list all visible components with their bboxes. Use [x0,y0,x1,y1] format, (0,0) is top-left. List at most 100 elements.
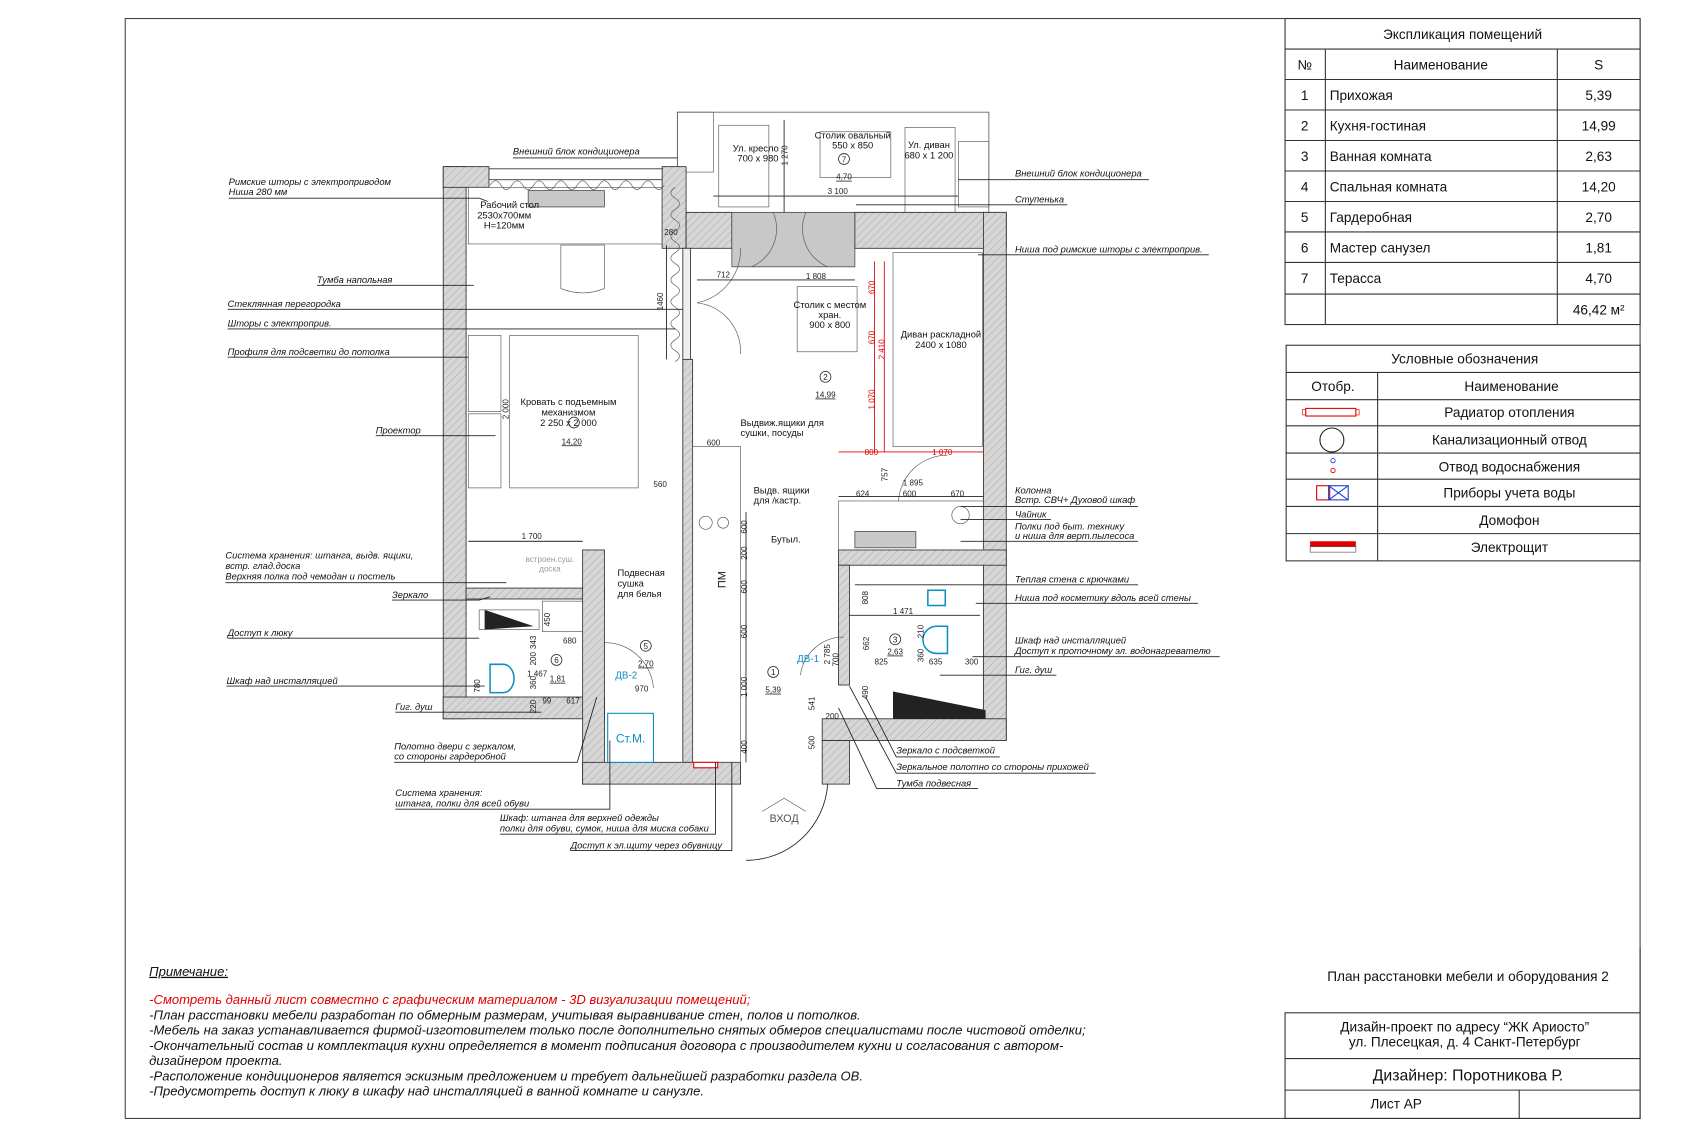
dimension: 670 [867,330,876,344]
desk [467,187,663,245]
legend-table: Условные обозначения Отобр. Наименование… [1285,344,1641,562]
door-swing [604,642,654,689]
dimension: 600 [740,624,749,638]
storage-table [796,286,858,353]
wall [582,549,605,785]
callout-hygienic-shower-left: Гиг. душ [395,702,432,712]
toilet [489,663,515,694]
callout-mirror-door-hall: Зеркальное полотно со стороны прихожей [896,762,1089,772]
ironing-board-label: встроен.суш.доска [526,555,575,574]
room-name: Прихожая [1330,88,1393,103]
dimension: 400 [740,740,749,754]
col-header-number: № [1297,58,1312,73]
svg-text:4,70: 4,70 [836,173,852,182]
callout-blind-niche: Ниша под римские шторы с электроприв. [1015,245,1203,255]
room-name: Спальная комната [1330,180,1448,195]
callouts: Внешний блок кондиционера Римские шторы … [225,147,1220,851]
curtain [489,180,665,190]
door-swing [696,248,741,304]
dimension: 800 [865,448,879,457]
dimension: 600 [903,490,917,499]
svg-text:2,63: 2,63 [887,648,903,657]
dimension: 3 100 [828,187,849,196]
callout-projector: Проектор [376,425,421,435]
note-line: -План расстановки мебели разработан по о… [149,1007,860,1022]
callout-cosmetics-niche: Ниша под косметику вдоль всей стены [1015,593,1191,603]
dimension: 662 [862,636,871,650]
explication-table: Экспликация помещений № Наименование S 1… [1284,17,1641,326]
dimensions: 712 1 808 1460 280 2 000 560 1 700 600 6… [473,145,979,754]
dimension: 343 [529,635,538,649]
dimension: 200 [740,546,749,560]
legend-header-name: Наименование [1464,379,1558,394]
dimension: 780 [473,679,482,693]
room-area: 14,99 [1582,119,1616,134]
dimension: 360 [916,648,925,662]
dimension: 560 [653,480,667,489]
dimension: 1 471 [893,607,914,616]
washing-machine [607,712,654,763]
room-name: Ванная комната [1330,149,1432,164]
sink [927,589,947,607]
note-line: -Расположение кондиционеров является эск… [149,1068,863,1083]
wall [442,166,467,720]
callout-door-mirror: Полотно двери с зеркалом,со стороны гард… [394,741,516,761]
dimension: 712 [717,271,731,280]
svg-text:2: 2 [823,373,828,382]
door-dv1-label: ДВ-1 [797,654,819,665]
room-name: Кухня-гостиная [1330,119,1426,134]
dimension: 2 000 [502,399,511,420]
callout-warm-wall: Теплая стена с крючками [1015,575,1130,585]
callout-led-profiles: Профиля для подсветки до потолка [228,347,390,357]
room-area: 2,70 [1585,210,1612,225]
wall [685,211,733,249]
col-header-name: Наименование [1394,58,1488,73]
note-line: дизайнером проекта. [149,1053,282,1068]
dimension: 1 000 [740,676,749,697]
dimension: 970 [635,685,649,694]
callout-install-cabinet-left: Шкаф над инсталляцией [227,676,339,686]
sheet-title: План расстановки мебели и оборудования 2 [1327,969,1609,984]
room-area: 14,20 [1582,180,1616,195]
row-number: 3 [1301,149,1309,164]
svg-text:5,39: 5,39 [765,686,781,695]
toilet [922,625,949,655]
sofa-bed [892,252,983,447]
room-marker-5: 52,70 [638,639,654,669]
dimension: 99 [542,697,551,706]
wall [682,358,694,763]
dimension: 1 467 [527,669,548,678]
room-name: Гардеробная [1330,210,1412,225]
legend-title: Условные обозначения [1391,352,1538,367]
dimension: 1 895 [903,479,924,488]
callout-glass-partition: Стеклянная перегородка [228,299,341,309]
callout-mirror: Зеркало [392,590,428,600]
room-marker-2: 214,99 [815,370,836,400]
dimension: 360 [529,675,538,689]
dimension: 670 [951,490,965,499]
door-swing [800,636,845,676]
explication-title: Экспликация помещений [1383,27,1542,42]
svg-text:1: 1 [771,668,776,677]
callout-curtains: Шторы с электроприв. [228,319,332,329]
washer-label: Ст.М. [616,732,645,746]
door-swing [696,302,741,354]
svg-text:7: 7 [842,155,847,164]
dimension: 1 808 [806,272,827,281]
row-number: 5 [1301,210,1309,225]
water-meter-icon [1316,485,1349,501]
dimension: 808 [861,590,870,604]
dimension: 600 [707,438,721,447]
